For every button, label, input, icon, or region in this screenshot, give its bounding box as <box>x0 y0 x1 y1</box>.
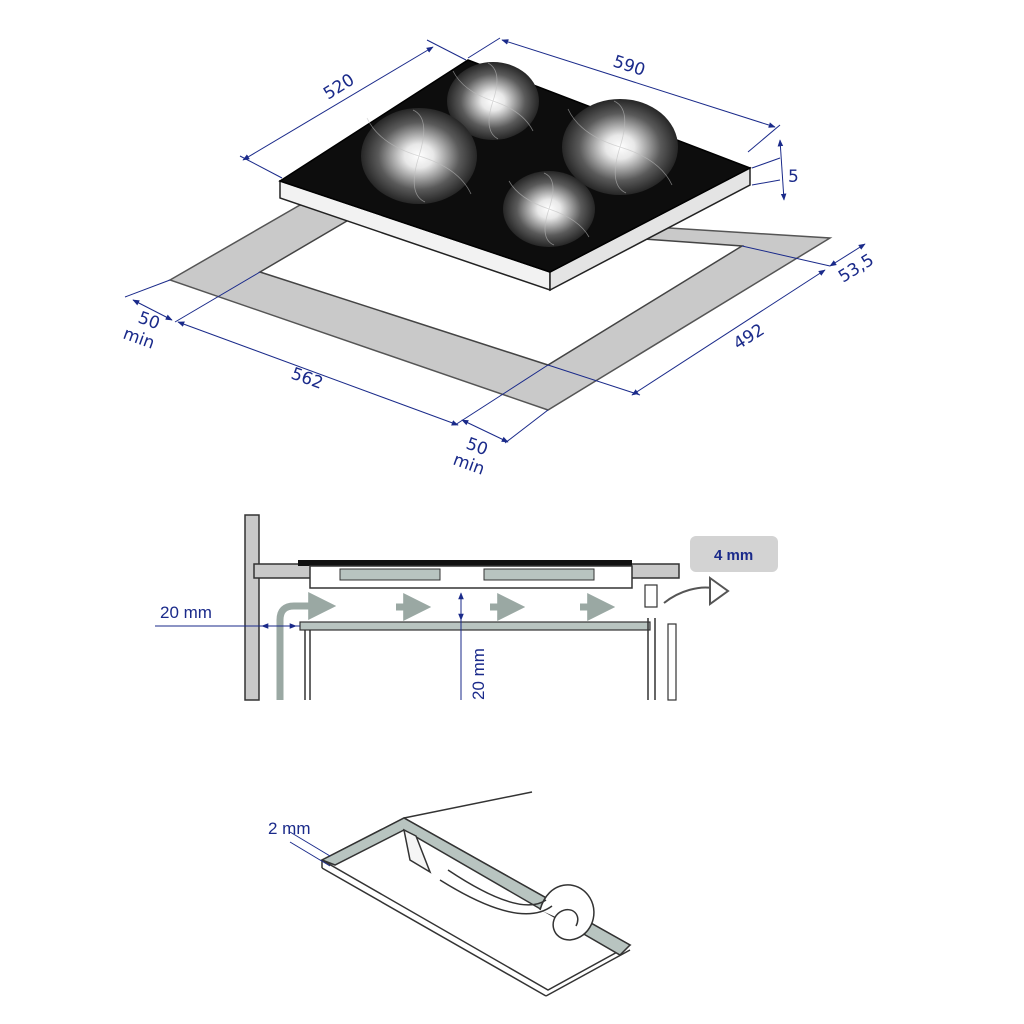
cutout-width-dimension-line <box>177 321 459 426</box>
rear-gap-badge: 4 mm <box>690 536 778 572</box>
thickness-label: 5 <box>788 167 799 187</box>
ventilation-section <box>244 514 680 701</box>
cutout-width-label: 562 <box>288 364 325 394</box>
front-clearance-dimension-line <box>461 419 509 443</box>
thickness-dimension-line <box>777 139 787 201</box>
cabinet-shelf <box>299 621 651 631</box>
depth-label: 520 <box>320 70 358 104</box>
under-gap-label: 20 mm <box>469 648 488 700</box>
svg-text:4 mm: 4 mm <box>714 547 753 564</box>
airflow-arrows <box>276 592 616 700</box>
cutout-offset-dimension-line <box>829 243 866 267</box>
hob-glass-section <box>298 560 632 566</box>
cutout-depth-dimension-line <box>631 269 826 396</box>
cutout-offset-label: 53,5 <box>835 250 878 287</box>
width-dimension-line <box>501 39 776 128</box>
seal-detail <box>320 791 632 997</box>
side-clearance-dimension-line <box>132 299 173 321</box>
depth-dimension-line <box>242 46 434 161</box>
seal-roll <box>539 884 595 941</box>
exhaust-arrow <box>663 586 713 604</box>
seal-thickness-label: 2 mm <box>268 819 311 838</box>
cutout-depth-label: 492 <box>730 320 768 354</box>
wall-gap-label: 20 mm <box>160 603 212 622</box>
